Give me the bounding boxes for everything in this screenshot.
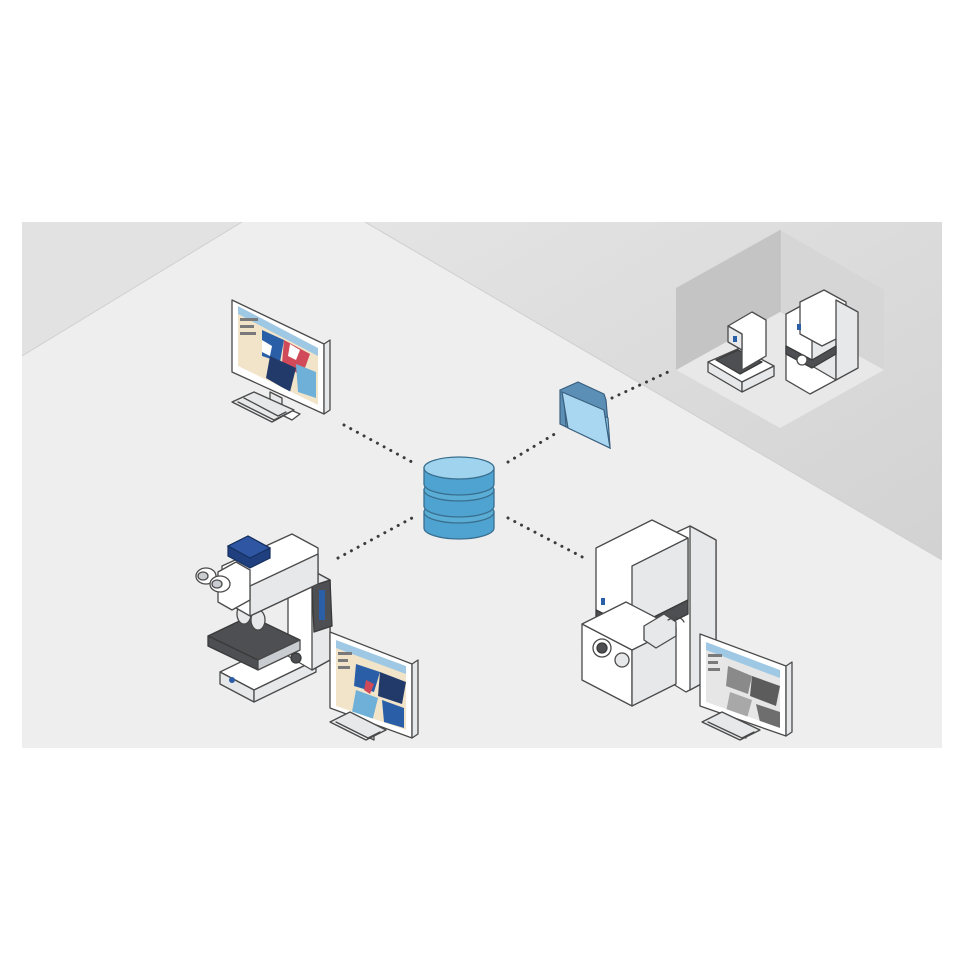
electron-monitor-screen bbox=[706, 642, 780, 728]
connection-folder-remote-lab bbox=[610, 370, 670, 400]
folder-icon bbox=[559, 381, 611, 450]
electron-monitor-icon bbox=[699, 633, 793, 741]
connection-database-electron-microscope bbox=[506, 516, 590, 562]
light-microscope-icon bbox=[195, 533, 333, 703]
microscope-monitor-icon bbox=[329, 631, 419, 741]
workstation-screen bbox=[238, 306, 318, 405]
connection-database-workstation bbox=[342, 423, 414, 464]
connections bbox=[336, 370, 670, 562]
connection-database-light-microscope bbox=[336, 516, 414, 560]
remote-lab-room bbox=[676, 230, 884, 428]
remote-stage-instrument-icon bbox=[707, 311, 775, 393]
database-icon bbox=[423, 456, 495, 540]
remote-electron-microscope-icon bbox=[785, 289, 859, 395]
electron-microscope-icon bbox=[581, 519, 717, 707]
workstation-icon bbox=[231, 299, 331, 423]
connection-database-folder bbox=[506, 430, 560, 464]
